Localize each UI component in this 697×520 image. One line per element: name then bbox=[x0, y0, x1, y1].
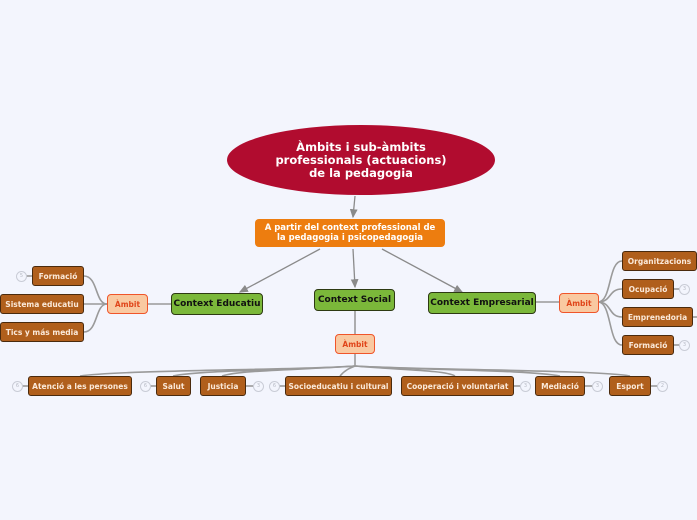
leaf-label: Tics y más media bbox=[5, 327, 79, 337]
leaf-label: Organitzacions bbox=[627, 256, 692, 266]
ambit-educatiu-node[interactable]: Àmbit bbox=[107, 294, 148, 314]
link-to-educatiu bbox=[238, 248, 321, 293]
leaf-label: Emprenedoria bbox=[627, 312, 688, 322]
leaf-social-mediacio[interactable]: Mediació bbox=[535, 376, 585, 396]
leaf-social-justicia[interactable]: Justicia bbox=[200, 376, 246, 396]
collapsed-count-badge[interactable]: 3 bbox=[253, 381, 264, 392]
link-to-social bbox=[350, 248, 359, 289]
leaf-label: Formació bbox=[628, 340, 668, 350]
subtitle-topic-label: A partir del context professional de la … bbox=[264, 223, 436, 243]
collapsed-count-badge[interactable]: 3 bbox=[679, 284, 690, 295]
leaf-empresarial-organitzacions[interactable]: Organitzacions bbox=[622, 251, 697, 271]
collapsed-count-badge[interactable]: 3 bbox=[520, 381, 531, 392]
leaf-label: Atenció a les persones bbox=[32, 381, 128, 391]
context-educatiu-node[interactable]: Context Educatiu bbox=[171, 293, 263, 315]
leaf-empresarial-formacio[interactable]: Formació bbox=[622, 335, 674, 355]
leaf-social-esport[interactable]: Esport bbox=[609, 376, 651, 396]
context-empresarial-node[interactable]: Context Empresarial bbox=[428, 292, 536, 314]
ambit-empresarial-label: Àmbit bbox=[566, 298, 592, 308]
root-topic[interactable]: Àmbits i sub-àmbits professionals (actua… bbox=[227, 125, 495, 195]
link-to-empresarial bbox=[381, 248, 464, 293]
context-social-node[interactable]: Context Social bbox=[314, 289, 395, 311]
leaf-social-cooperacio[interactable]: Cooperació i voluntariat bbox=[401, 376, 514, 396]
leaf-educatiu-sistema-educatiu[interactable]: Sistema educatiu bbox=[0, 294, 84, 314]
collapsed-count-badge[interactable]: 3 bbox=[679, 340, 690, 351]
leaf-educatiu-tics[interactable]: Tics y más media bbox=[0, 322, 84, 342]
subtitle-topic[interactable]: A partir del context professional de la … bbox=[255, 219, 445, 247]
leaf-label: Mediació bbox=[541, 381, 579, 391]
leaf-label: Socioeducatiu i cultural bbox=[288, 381, 389, 391]
leaf-social-socioeducatiu[interactable]: Socioeducatiu i cultural bbox=[285, 376, 392, 396]
leaf-label: Cooperació i voluntariat bbox=[406, 381, 509, 391]
leaf-social-atencio-persones[interactable]: Atenció a les persones bbox=[28, 376, 132, 396]
collapsed-count-badge[interactable]: 2 bbox=[657, 381, 668, 392]
ambit-social-label: Àmbit bbox=[342, 339, 368, 349]
leaf-label: Formació bbox=[38, 271, 78, 281]
leaf-label: Esport bbox=[616, 381, 644, 391]
link-root-subtitle bbox=[349, 195, 358, 219]
context-educatiu-label: Context Educatiu bbox=[173, 299, 261, 309]
leaf-empresarial-emprenedoria[interactable]: Emprenedoria bbox=[622, 307, 693, 327]
collapsed-count-badge[interactable]: 6 bbox=[269, 381, 280, 392]
leaf-label: Salut bbox=[162, 381, 185, 391]
context-empresarial-label: Context Empresarial bbox=[430, 298, 534, 308]
ambit-social-node[interactable]: Àmbit bbox=[335, 334, 375, 354]
root-topic-title: Àmbits i sub-àmbits professionals (actua… bbox=[275, 139, 447, 180]
leaf-label: Justicia bbox=[207, 381, 239, 391]
ambit-empresarial-node[interactable]: Àmbit bbox=[559, 293, 599, 313]
leaf-social-salut[interactable]: Salut bbox=[156, 376, 191, 396]
leaf-educatiu-formacio[interactable]: Formació bbox=[32, 266, 84, 286]
leaf-label: Ocupació bbox=[628, 284, 668, 294]
collapsed-count-badge[interactable]: 6 bbox=[12, 381, 23, 392]
context-social-label: Context Social bbox=[317, 295, 392, 305]
collapsed-count-badge[interactable]: 6 bbox=[140, 381, 151, 392]
collapsed-count-badge[interactable]: 3 bbox=[592, 381, 603, 392]
ambit-educatiu-label: Àmbit bbox=[114, 299, 141, 309]
collapsed-count-badge[interactable]: 5 bbox=[16, 271, 27, 282]
leaf-empresarial-ocupacio[interactable]: Ocupació bbox=[622, 279, 674, 299]
leaf-label: Sistema educatiu bbox=[5, 299, 79, 309]
